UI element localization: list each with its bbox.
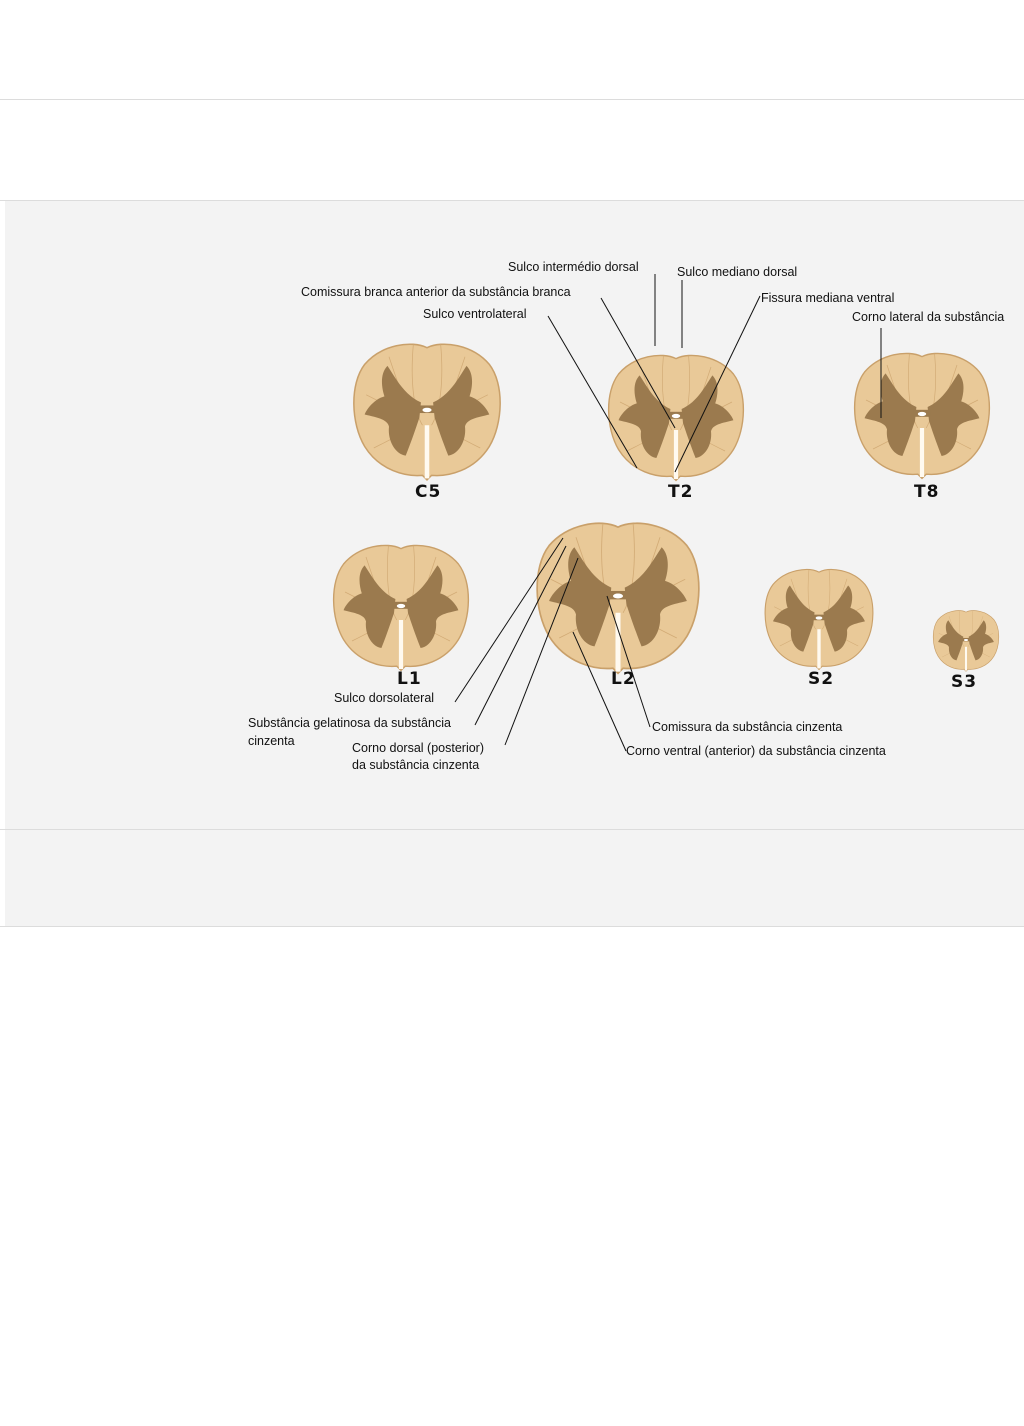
- label-corno-lateral: Corno lateral da substância: [852, 310, 1004, 324]
- section-l2: [536, 522, 700, 675]
- label-sulco-dorsolateral: Sulco dorsolateral: [334, 691, 434, 705]
- section-c5: [352, 343, 502, 482]
- panel-bottom-border: [0, 829, 1024, 830]
- label-substancia-gelatinosa-line1: Substância gelatinosa da substância: [248, 716, 451, 730]
- label-sulco-ventrolateral: Sulco ventrolateral: [423, 307, 527, 321]
- label-comissura-cinzenta: Comissura da substância cinzenta: [652, 720, 842, 734]
- segment-label-s3: S3: [951, 672, 977, 692]
- leader-lines: [454, 274, 882, 752]
- figure-panel: [5, 200, 1024, 830]
- section-t2: [607, 354, 745, 482]
- label-corno-ventral: Corno ventral (anterior) da substância c…: [626, 744, 886, 758]
- section-l1: [332, 544, 470, 672]
- footer-bottom-border: [0, 926, 1024, 927]
- segment-label-t8: T8: [914, 482, 939, 502]
- section-t8: [853, 352, 991, 480]
- section-s2: [764, 568, 874, 671]
- label-comissura-branca: Comissura branca anterior da substância …: [301, 285, 571, 299]
- top-divider: [0, 99, 1024, 100]
- segment-label-l1: L1: [397, 669, 422, 689]
- section-s3: [932, 610, 1000, 672]
- footer-panel: [5, 830, 1024, 926]
- segment-label-s2: S2: [808, 669, 834, 689]
- segment-label-t2: T2: [668, 482, 693, 502]
- segment-label-c5: C5: [415, 482, 441, 502]
- label-sulco-intermedio-dorsal: Sulco intermédio dorsal: [508, 260, 639, 274]
- segment-label-l2: L2: [611, 669, 636, 689]
- label-sulco-mediano-dorsal: Sulco mediano dorsal: [677, 265, 797, 279]
- label-corno-dorsal-line2: da substância cinzenta: [352, 758, 479, 772]
- label-corno-dorsal-line1: Corno dorsal (posterior): [352, 741, 484, 755]
- panel-top-border: [0, 200, 1024, 201]
- label-substancia-gelatinosa-line2: cinzenta: [248, 734, 295, 748]
- label-fissura-mediana-ventral: Fissura mediana ventral: [761, 291, 894, 305]
- spinal-cord-sections-figure: C5 T2 T8 L1 L2 S2 S3 Sulco intermédio do…: [248, 260, 1004, 772]
